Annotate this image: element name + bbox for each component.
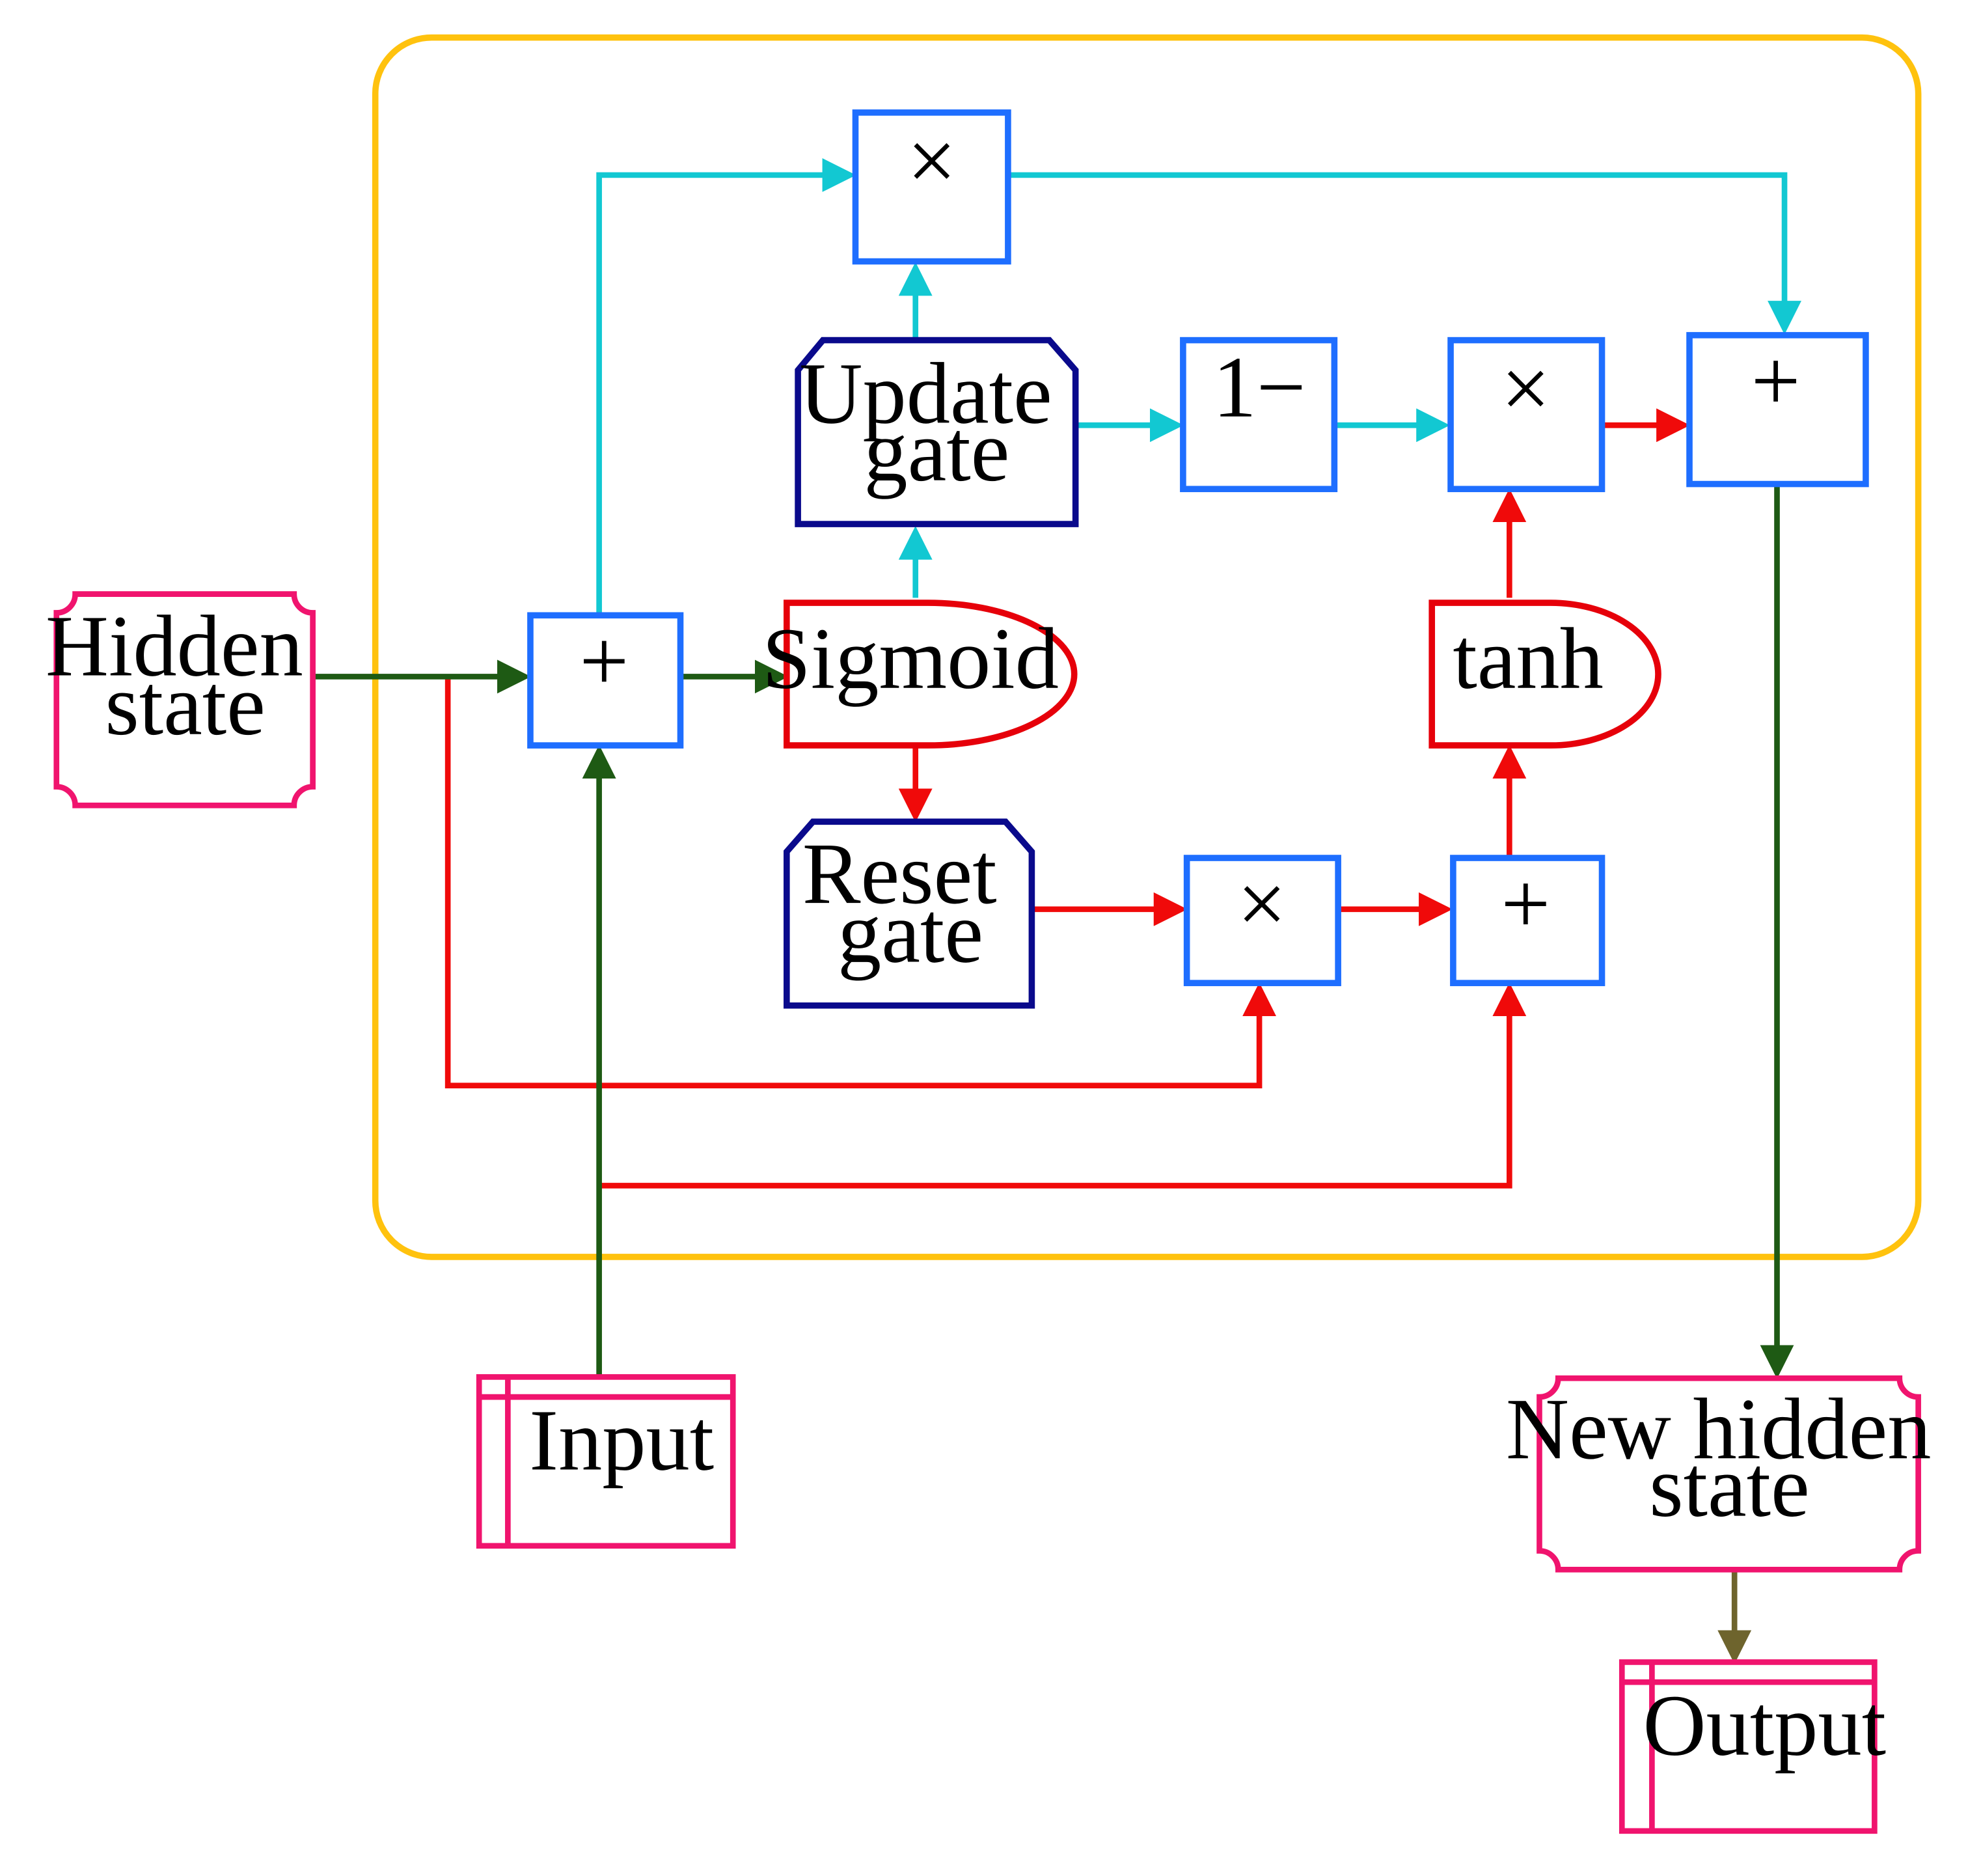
mult-mid-node: × [1447,337,1605,493]
mult-top-label: × [907,113,957,210]
sum-out-node: + [1686,332,1869,488]
sum-input-label: + [579,613,629,710]
hidden-state-label: Hidden state [46,598,325,754]
arrow-input-to-sum-reset [599,982,1527,1189]
input-node: Input [476,1374,736,1549]
arrow-sum-to-mult-top [596,158,856,616]
sigmoid-node: Sigmoid [762,600,1078,749]
reset-gate-label: Reset gate [802,825,1018,981]
mult-reset-label: × [1237,855,1287,952]
hidden-state-node: Hidden state [46,591,325,808]
tanh-node: tanh [1428,600,1661,749]
mult-mid-label: × [1501,340,1550,437]
sum-reset-node: + [1450,855,1605,986]
output-label: Output [1643,1677,1887,1774]
gru-cell-border [372,34,1922,1260]
update-gate-label: Update gate [799,345,1074,499]
sum-input-node: + [527,612,684,749]
sigmoid-label: Sigmoid [762,611,1059,708]
arrow-mult-top-to-sum-out [1009,172,1801,335]
tanh-label: tanh [1453,611,1604,708]
update-gate-node: Update gate [795,337,1079,527]
new-hidden-state-node: New hidden state [1506,1375,1953,1573]
output-node: Output [1619,1659,1887,1834]
arrow-hidden-to-mult-reset [444,676,1277,1089]
one-minus-label: 1− [1213,339,1306,436]
sum-out-label: + [1751,333,1801,430]
sum-reset-label: + [1501,855,1550,952]
mult-reset-node: × [1183,855,1341,986]
mult-top-node: × [852,109,1011,265]
one-minus-node: 1− [1180,337,1338,493]
reset-gate-node: Reset gate [784,818,1035,1009]
new-hidden-state-label: New hidden state [1506,1381,1953,1535]
input-label: Input [529,1392,714,1489]
